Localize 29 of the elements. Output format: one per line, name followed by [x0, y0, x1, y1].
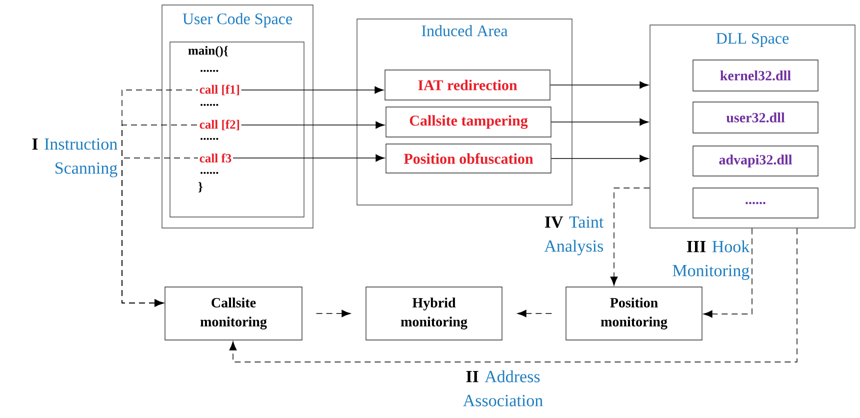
step-label: III Hook Monitoring [672, 240, 750, 280]
arrow [551, 154, 649, 162]
monitor-box: Hybrid monitoring [366, 286, 502, 340]
monitor-box: Position monitoring [566, 286, 702, 340]
code-line: call [f2] [200, 120, 240, 130]
dll-box: user32.dll [692, 102, 818, 134]
dll-box: ...... [692, 188, 818, 218]
arrow [240, 86, 384, 94]
process-box: Position obfuscation [386, 144, 552, 174]
step-label: I Instruction Scanning [32, 138, 118, 178]
process-box: IAT redirection [384, 70, 550, 100]
step-label: II Address Association [463, 370, 543, 406]
monitor-box: Callsite monitoring [164, 286, 302, 340]
process-box: Callsite tampering [386, 106, 552, 138]
arrow [122, 158, 198, 307]
arrow [229, 228, 798, 362]
arrow [610, 188, 650, 286]
arrow [232, 154, 385, 162]
arrow [703, 228, 752, 318]
arrow [550, 81, 649, 89]
dll-box: advapi32.dll [692, 146, 818, 176]
step-label: IV Taint Analysis [544, 216, 604, 256]
dll-box: kernel32.dll [692, 60, 818, 92]
code-line: call f3 [200, 154, 232, 162]
arrow [316, 310, 351, 318]
arrow [240, 121, 385, 129]
arrow [517, 310, 552, 318]
code-line: call [f1] [200, 84, 240, 96]
arrow [551, 118, 649, 126]
